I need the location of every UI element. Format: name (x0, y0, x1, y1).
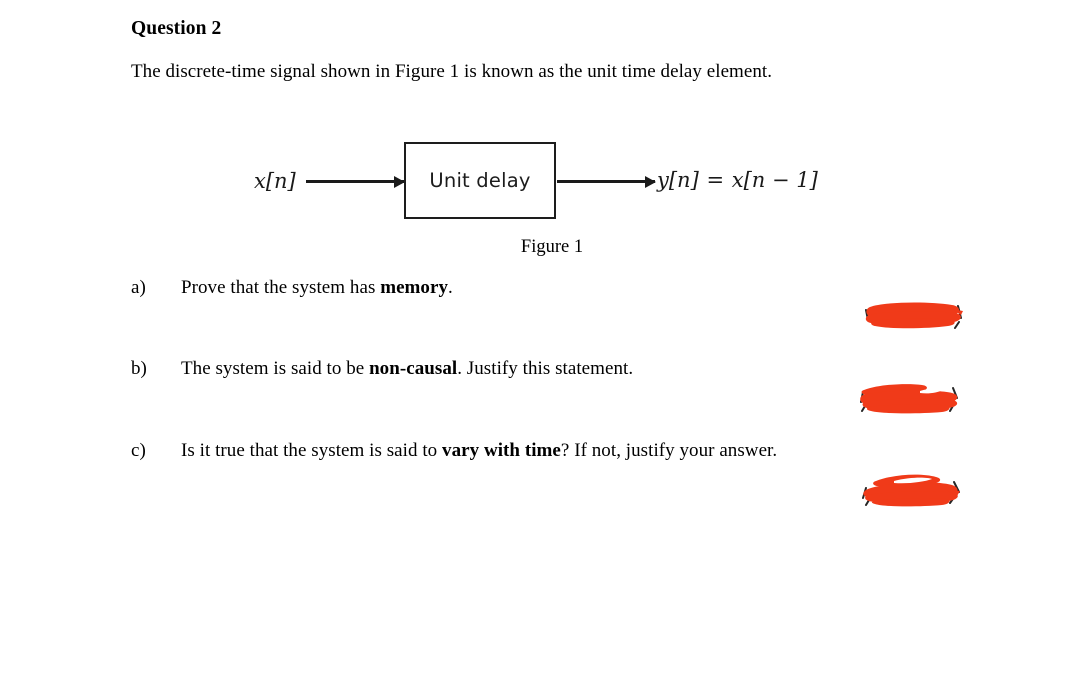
output-signal-label: y[n] = x[n − 1] (657, 168, 818, 192)
question-part-a: a) Prove that the system has memory. (131, 277, 951, 299)
block-diagram: x[n] y[n] = x[n − 1] (0, 130, 1080, 260)
question-part-b: b) The system is said to be non-causal. J… (131, 358, 951, 380)
redaction-mark-b (858, 378, 962, 418)
part-b-emphasis: non-causal (369, 358, 458, 379)
unit-delay-block-label: Unit delay (429, 169, 531, 192)
part-c-emphasis: vary with time (442, 440, 561, 461)
question-part-c: c)Is it true that the system is said to … (131, 440, 951, 462)
part-a-marker: a) (131, 277, 146, 298)
part-c-marker: c) (131, 440, 146, 461)
output-signal-lhs: y[n] (657, 168, 699, 192)
part-a-text-before: Prove that the system has (181, 277, 381, 298)
page-title: Question 2 (131, 18, 222, 39)
part-a-text-after: . (448, 277, 453, 298)
part-a-emphasis: memory (380, 277, 449, 298)
input-arrow-icon (306, 180, 404, 183)
part-c-text-before: Is it true that the system is said to (181, 440, 443, 461)
part-b-text-before: The system is said to be (181, 358, 370, 379)
redaction-mark-a (862, 298, 966, 336)
figure-caption: Figure 1 (520, 237, 584, 257)
output-arrow-icon (557, 180, 655, 183)
intro-paragraph: The discrete-time signal shown in Figure… (131, 61, 773, 82)
unit-delay-block: Unit delay (404, 142, 556, 219)
part-c-text-after: ? If not, justify your answer. (560, 440, 778, 461)
part-b-marker: b) (131, 358, 147, 379)
redaction-mark-c (860, 468, 964, 510)
output-signal-rhs: x[n − 1] (731, 168, 818, 192)
input-signal-label: x[n] (254, 169, 296, 193)
part-b-text-after: . Justify this statement. (457, 358, 634, 379)
equals-sign: = (706, 168, 725, 192)
